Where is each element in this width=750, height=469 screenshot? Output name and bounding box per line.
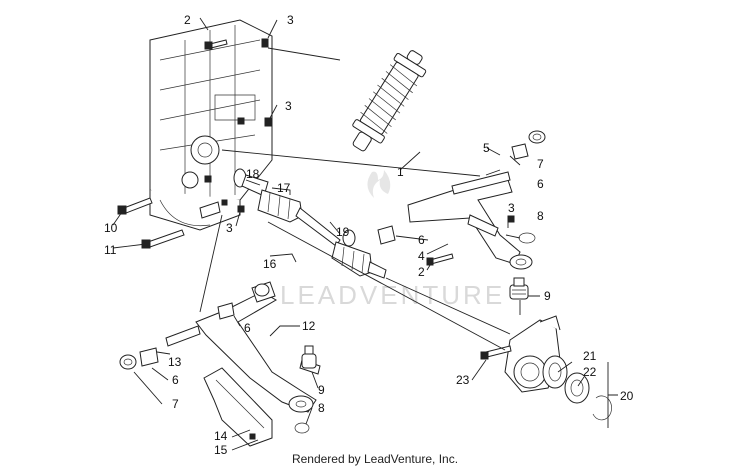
callout-10: 10 [104,221,118,235]
callout-15: 15 [214,443,228,457]
callout-11: 11 [104,243,117,257]
callout-4: 4 [418,249,425,263]
callout-7-upper: 7 [537,157,544,171]
callout-19: 19 [336,225,350,239]
callout-2-upper-arm: 2 [418,265,425,279]
callout-6-lower-right: 6 [244,321,251,335]
lower-a-arm [119,281,321,434]
frame-chassis [149,19,273,231]
callout-6-upper-right: 6 [537,177,544,191]
callout-7-lower: 7 [172,397,179,411]
callout-8-upper: 8 [537,209,544,223]
callout-22: 22 [583,365,597,379]
callout-5: 5 [483,141,490,155]
spindle-knuckle [480,315,612,421]
callout-12: 12 [302,319,316,333]
callout-13: 13 [168,355,182,369]
callout-17: 17 [277,181,291,195]
callout-3-top: 3 [287,13,294,27]
callout-3-upper-arm: 3 [508,201,515,215]
callout-9-upper: 9 [544,289,551,303]
callout-8-lower: 8 [318,401,325,415]
callout-23: 23 [456,373,470,387]
watermark: LEADVENTURE [280,170,505,310]
callout-1: 1 [397,165,404,179]
callout-14: 14 [214,429,228,443]
callout-20: 20 [620,389,634,403]
shock-absorber [352,50,427,152]
callout-2-top: 2 [184,13,191,27]
frame-bolts [117,38,272,249]
callout-6-upper-left: 6 [418,233,425,247]
callout-3-mid: 3 [285,99,292,113]
callout-18: 18 [246,167,260,181]
upper-ball-joint [509,277,529,300]
leader-lines [112,17,618,451]
callout-21: 21 [583,349,597,363]
callout-9-lower: 9 [318,383,325,397]
skid-plate [203,367,273,447]
callout-3-axle: 3 [226,221,233,235]
drive-axle [233,168,387,279]
watermark-text: LEADVENTURE [280,280,505,310]
callout-labels: 2 3 3 1 5 7 6 3 8 6 4 2 9 18 17 10 11 3 … [104,13,634,457]
render-credit: Rendered by LeadVenture, Inc. [291,452,459,466]
callout-16: 16 [263,257,277,271]
callout-6-lower-left: 6 [172,373,179,387]
upper-a-arm [377,130,546,270]
